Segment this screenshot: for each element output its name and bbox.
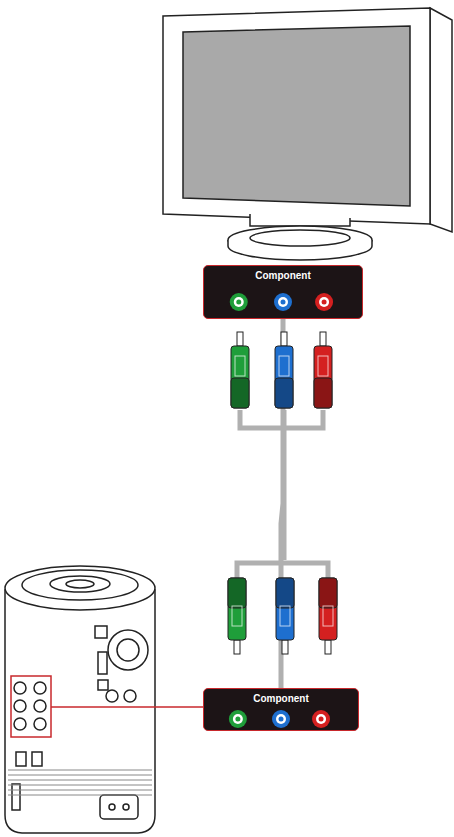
jack-row [204, 280, 362, 318]
leader-line [51, 706, 203, 708]
rca-plug [231, 332, 249, 408]
media-player [5, 566, 155, 833]
highlight-box [11, 676, 51, 737]
rca-plug [314, 332, 332, 408]
cable-plugs-top [228, 332, 337, 654]
connector-panel: Component [203, 265, 363, 319]
television [163, 8, 452, 260]
rca-plug [276, 578, 294, 654]
panel-label: Component [204, 689, 358, 705]
connector-panel: Component [203, 688, 359, 731]
av-cable [281, 319, 283, 688]
panel-label: Component [204, 266, 362, 282]
jack-row [204, 703, 358, 730]
rca-plug [319, 578, 337, 654]
rca-plug [228, 578, 246, 654]
rca-plug [275, 332, 293, 408]
